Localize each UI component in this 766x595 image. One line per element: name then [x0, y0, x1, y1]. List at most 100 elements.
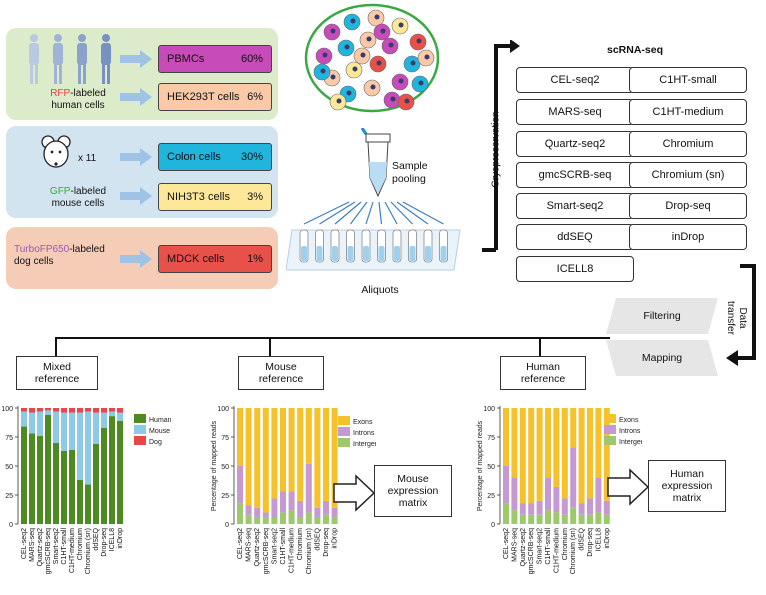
human-figures-icon [29, 34, 111, 84]
scrna-title: scRNA-seq [606, 44, 664, 56]
reference-text: reference [258, 373, 304, 385]
bar-segment [331, 507, 338, 518]
bar-segment [314, 517, 321, 524]
pool-cell-nucleus [380, 28, 386, 34]
y-tick-label: 100 [1, 406, 13, 413]
bar-segment [69, 408, 75, 413]
x-tick-label: ddSEQ [93, 527, 100, 550]
bar-segment [570, 507, 577, 524]
bar-segment [570, 408, 577, 448]
cell-type-pct: 1% [247, 253, 263, 265]
hollow-arrow-icon [607, 468, 650, 506]
bar-segment [323, 514, 329, 524]
cryopreservation-label: Cryopreservation [490, 111, 502, 188]
bar-segment [528, 514, 535, 524]
bar-segment [511, 408, 518, 478]
bar-segment [254, 517, 261, 524]
pool-cell-nucleus [336, 98, 342, 104]
legend-swatch [604, 425, 616, 434]
bar-segment [101, 408, 107, 413]
y-tick-label: 50 [5, 464, 13, 471]
bar-segment [21, 408, 27, 412]
human-text: Human [526, 361, 560, 373]
arrow-icon [120, 148, 152, 166]
bar-segment [536, 500, 543, 515]
aliquot-fill [301, 246, 307, 261]
legend-label: Mouse [149, 428, 170, 435]
bar-segment [237, 408, 243, 466]
bar-segment [519, 514, 526, 524]
y-tick-label: 0 [9, 522, 13, 529]
aliquot-arrow [334, 201, 362, 225]
x-tick-label: ICELL8 [109, 528, 116, 551]
method-box: C1HT-medium [629, 99, 747, 125]
turbofp-text: TurboFP650 [14, 244, 70, 255]
bar-segment [77, 408, 83, 413]
rfp-text: RFP [50, 88, 71, 99]
y-tick-label: 50 [221, 464, 229, 471]
bar-segment [305, 463, 312, 513]
method-box: C1HT-small [629, 67, 747, 93]
arrow-icon [120, 187, 152, 205]
y-axis-label: Percentage of mapped reads [211, 420, 218, 511]
arrow-icon [120, 50, 152, 68]
x-tick-label: inDrop [604, 528, 611, 549]
bar-segment [519, 408, 526, 504]
bar-segment [254, 408, 261, 508]
x-tick-label: gmcSCRB-seq [45, 528, 52, 574]
bar-segment [561, 514, 568, 524]
bar-segment [331, 408, 338, 508]
bar-segment [323, 408, 329, 501]
bar-segment [578, 514, 585, 524]
matrix-text: matrix [672, 492, 702, 504]
aliquot-fill [378, 246, 385, 261]
bar-segment [85, 408, 91, 412]
data-transfer-arrow [726, 264, 756, 366]
legend-swatch [338, 427, 350, 436]
cell-type-name: HEK293T cells [167, 91, 240, 103]
bar-segment [578, 503, 585, 515]
reference-text: reference [34, 373, 80, 385]
bar-segment [314, 507, 321, 518]
bar-segment [536, 514, 543, 524]
x-tick-label: C1HT-medium [289, 528, 296, 573]
bar-segment [29, 408, 35, 413]
bar-segment [245, 505, 252, 515]
labeled-text: -labeled [69, 244, 105, 255]
pool-cell-nucleus [366, 36, 372, 42]
x-tick-label: gmcSCRB-seq [528, 528, 535, 574]
bar-segment [331, 517, 338, 524]
bar-segment [254, 507, 261, 518]
pool-cell-nucleus [346, 90, 352, 96]
bar-segment [93, 443, 99, 524]
bar-segment [288, 491, 295, 511]
aliquot-arrow [319, 201, 356, 225]
bar-segment [595, 408, 602, 478]
x-tick-label: Chromium [77, 528, 84, 560]
mouse-icon [41, 135, 71, 168]
method-box: ICELL8 [516, 256, 634, 282]
mouse-cells-text: mouse cells [51, 198, 105, 209]
pool-cell-nucleus [376, 60, 382, 66]
y-tick-label: 50 [487, 464, 495, 471]
legend-label: Intergenic [353, 441, 376, 448]
bar-segment [237, 466, 243, 504]
method-box: MARS-seq [516, 99, 634, 125]
bar-segment [77, 412, 83, 480]
x-tick-label: Chromium (sn) [85, 528, 92, 574]
pool-cell-nucleus [330, 74, 336, 80]
x-tick-label: ddSEQ [579, 527, 586, 550]
legend-label: Exons [619, 417, 639, 424]
bar-segment [561, 408, 568, 499]
bar-segment [503, 503, 509, 524]
pool-cell-nucleus [320, 68, 326, 74]
pool-cell-nucleus [418, 80, 424, 86]
bar-segment [553, 486, 560, 513]
transfer-text: transfer [725, 301, 736, 335]
